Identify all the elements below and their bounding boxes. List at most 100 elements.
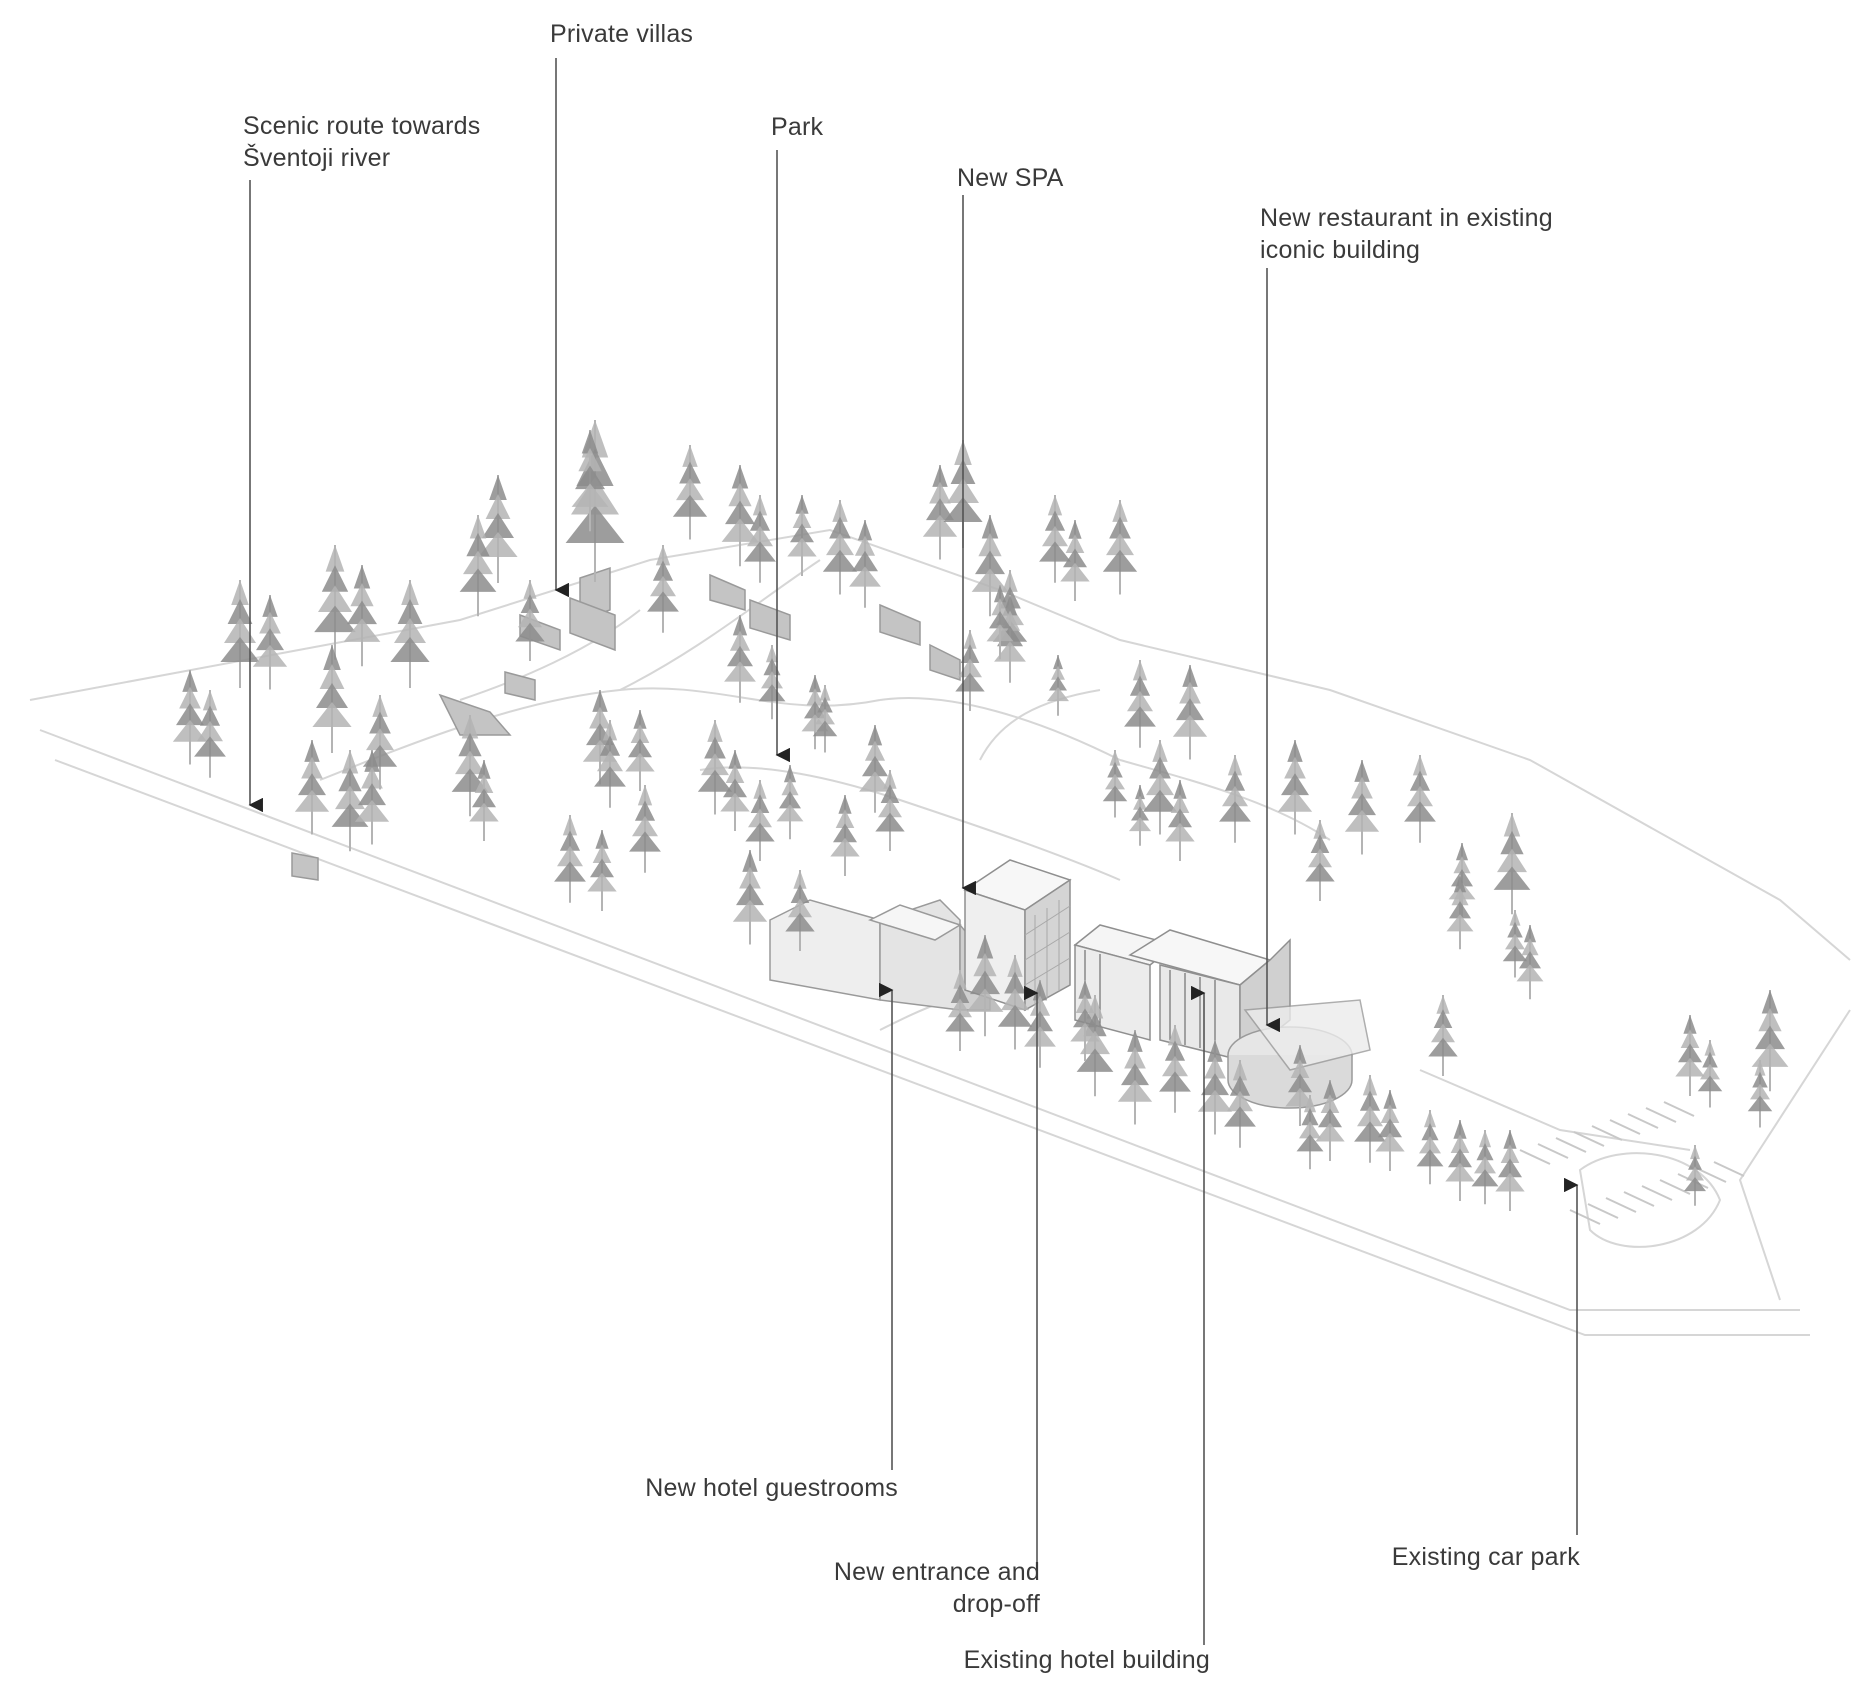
private-villas (291, 566, 961, 881)
tree (312, 645, 352, 753)
parking-stall-line (1555, 1137, 1587, 1153)
tree (294, 740, 330, 835)
tree (331, 750, 369, 852)
parking-stall-line (1645, 1107, 1677, 1123)
tree (721, 465, 759, 567)
tree (1416, 1110, 1444, 1185)
tree (1495, 1130, 1525, 1211)
tree (697, 720, 733, 815)
label-new-hotel-guestrooms-line1: New hotel guestrooms (645, 1474, 898, 1502)
parking-stall-line (1609, 1119, 1641, 1135)
tree (1493, 813, 1531, 915)
tree (1502, 910, 1528, 978)
label-new-entrance: New entrance and drop-off (780, 1556, 1040, 1620)
trees (172, 420, 1789, 1211)
restaurant-building (1227, 999, 1371, 1109)
tree (1471, 1130, 1499, 1205)
label-park-line1: Park (771, 113, 824, 141)
label-park: Park (771, 111, 823, 143)
tree (830, 795, 860, 876)
tree (1683, 1145, 1707, 1206)
label-new-hotel-guestrooms: New hotel guestrooms (620, 1472, 898, 1504)
tree (966, 935, 1004, 1037)
label-new-entrance-line1: New entrance and (833, 1558, 1040, 1586)
tree (469, 760, 499, 841)
tree (1060, 520, 1090, 601)
label-existing-hotel-building-line1: Existing hotel building (963, 1646, 1210, 1674)
tree (1404, 755, 1436, 843)
tree (849, 520, 881, 608)
parking-stall-line (1695, 1167, 1727, 1183)
parking-stall-line (1663, 1101, 1695, 1117)
tree (1117, 1030, 1153, 1125)
parking-stall-line (1591, 1125, 1623, 1141)
parking-stall-line (1713, 1161, 1745, 1177)
tree (459, 515, 497, 617)
tree (745, 780, 775, 861)
parking-stall-line (1627, 1113, 1659, 1129)
tree (252, 595, 288, 690)
tree (172, 670, 208, 765)
buildings (291, 566, 1371, 1109)
tree (354, 750, 390, 845)
label-new-restaurant-line2: iconic building (1260, 236, 1421, 264)
tree (812, 685, 838, 753)
tree (220, 580, 260, 688)
parking-stall-line (1569, 1209, 1601, 1225)
label-scenic-route: Scenic route towards Šventoji river (243, 110, 480, 174)
tree (822, 500, 858, 595)
tree (785, 870, 815, 951)
tree (478, 475, 518, 583)
label-new-entrance-line2: drop-off (952, 1590, 1040, 1618)
tree (1102, 750, 1128, 818)
tree (875, 770, 905, 851)
parking-stall-line (1605, 1197, 1637, 1213)
tree (720, 750, 750, 831)
tree (1285, 1045, 1315, 1126)
parking-stall-line (1587, 1203, 1619, 1219)
tree (1428, 995, 1458, 1076)
tree (1315, 1080, 1345, 1161)
tree (1124, 660, 1156, 748)
tree (1046, 655, 1070, 716)
tree (1697, 1040, 1723, 1108)
tree (1354, 1075, 1386, 1163)
parking-stall-line (1641, 1185, 1673, 1201)
leader-lines (248, 58, 1579, 1645)
parking-stall-line (1519, 1149, 1551, 1165)
tree (1039, 495, 1071, 583)
tree (1516, 925, 1544, 1000)
tree (787, 495, 817, 576)
tree (1224, 1060, 1256, 1148)
tree (776, 765, 804, 840)
label-private-villas-line1: Private villas (550, 20, 694, 48)
tree (625, 710, 655, 791)
tree (1172, 665, 1208, 760)
parking-stall-line (1573, 1131, 1605, 1147)
tree (515, 580, 545, 661)
label-scenic-route-line2: Šventoji river (243, 144, 391, 172)
tree (1102, 500, 1138, 595)
tree (1296, 1095, 1324, 1170)
tree (744, 495, 776, 583)
label-new-spa-line1: New SPA (957, 164, 1064, 192)
tree (986, 585, 1014, 660)
car-park-stalls (1519, 1101, 1745, 1225)
tree (1375, 1090, 1405, 1171)
label-existing-car-park-line1: Existing car park (1391, 1543, 1580, 1571)
label-new-restaurant-line1: New restaurant in existing (1260, 204, 1553, 232)
label-scenic-route-line1: Scenic route towards (243, 112, 481, 140)
tree (571, 430, 609, 532)
parking-stall-line (1659, 1179, 1691, 1195)
tree (1305, 820, 1335, 901)
tree (343, 565, 381, 667)
new-spa-building (963, 859, 1072, 1012)
tree (1277, 740, 1313, 835)
tree (1024, 980, 1056, 1068)
tree (1142, 740, 1178, 835)
tree (314, 545, 356, 660)
tree (732, 850, 768, 945)
tree (194, 690, 226, 778)
